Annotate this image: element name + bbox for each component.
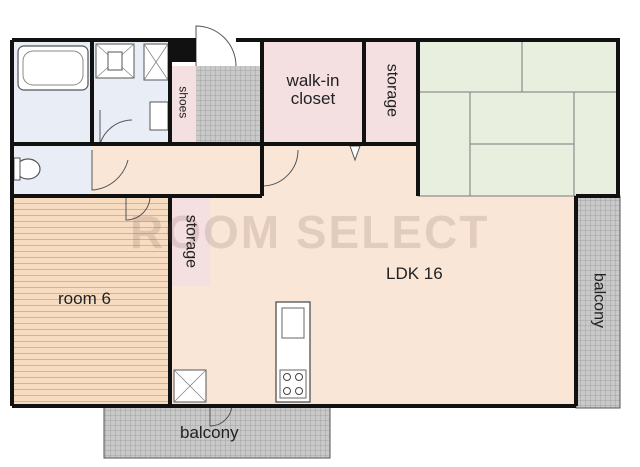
balcony-bottom-label: balcony	[180, 423, 239, 442]
ldk-label: LDK 16	[386, 264, 443, 283]
bathtub	[17, 45, 89, 91]
stove	[279, 369, 307, 399]
storage-mid-area	[170, 198, 210, 286]
shoes-area	[170, 66, 196, 142]
kitchen-sink	[281, 307, 305, 339]
tatami-room	[417, 39, 619, 197]
watermark: ROOM SELECT	[130, 206, 490, 258]
room6-label: room 6	[58, 289, 111, 308]
storage-top-area	[364, 40, 418, 144]
walk-in-closet-label: walk-in closet	[286, 71, 340, 108]
vanity-sink	[149, 101, 169, 131]
walls	[10, 38, 620, 408]
room6-floor	[12, 198, 170, 406]
storage-top-label: storage	[383, 63, 401, 118]
storage-mid-label: storage	[182, 214, 200, 269]
shoes-label: shoes	[176, 86, 191, 119]
ldk-floor	[170, 146, 576, 406]
balcony-bottom-area	[103, 405, 331, 459]
entrance-tiles	[196, 66, 260, 144]
hallway-floor	[92, 146, 262, 196]
tatami-mats	[418, 40, 618, 196]
walk-in-closet-area	[262, 40, 364, 144]
balcony-right-area	[575, 195, 621, 409]
balcony-right-label: balcony	[590, 272, 608, 328]
